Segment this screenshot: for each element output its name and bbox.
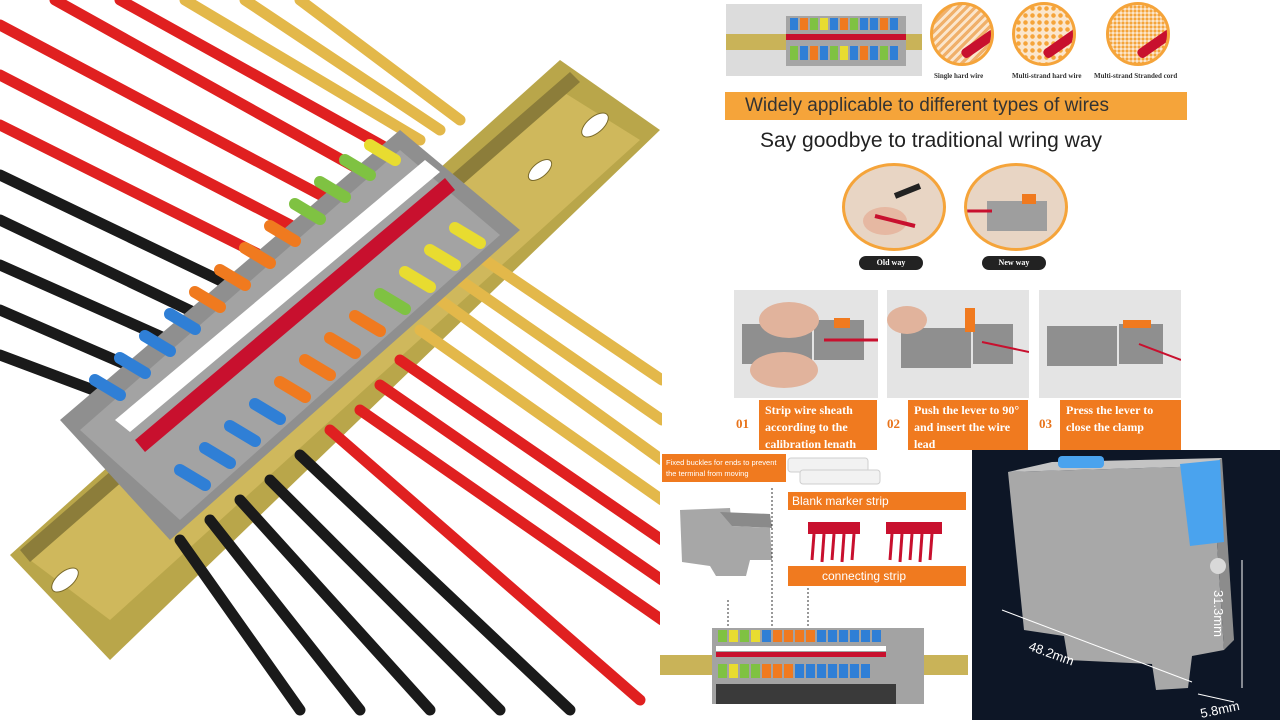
- accessories-illustration: [660, 457, 968, 704]
- step-3-number: 03: [1039, 416, 1052, 431]
- old-way-image: [842, 163, 946, 251]
- headline-text: Widely applicable to different types of …: [745, 95, 1109, 116]
- accessories-panel: Fixed buckles for ends to prevent the te…: [660, 450, 968, 720]
- hero-product-photo: [0, 0, 662, 716]
- step-1-number: 01: [736, 416, 749, 431]
- headline-banner: Widely applicable to different types of …: [725, 92, 1187, 120]
- marker-strip-label: Blank marker strip: [792, 494, 889, 508]
- subheadline-text: Say goodbye to traditional wring way: [760, 129, 1103, 152]
- step-1-photo: [734, 290, 878, 398]
- step-2-photo: [887, 290, 1029, 398]
- step-1-text: Strip wire sheath according to the calib…: [759, 400, 877, 451]
- marker-strip-callout: Blank marker strip: [788, 492, 966, 510]
- step-2-text: Push the lever to 90° and insert the wir…: [908, 400, 1028, 451]
- dimensions-panel: 48.2mm 31.3mm 5.8mm: [972, 450, 1280, 720]
- connecting-strip-label: connecting strip: [822, 569, 907, 583]
- multi-strand-stranded-cord-label: Multi-strand Stranded cord: [1094, 72, 1178, 80]
- end-buckle-callout: Fixed buckles for ends to prevent the te…: [662, 454, 786, 482]
- multi-strand-stranded-cord-icon: [1106, 2, 1170, 66]
- terminal-block-illustration: [0, 0, 662, 716]
- step-2-number: 02: [887, 416, 900, 431]
- step-3-photo: [1039, 290, 1181, 398]
- connecting-strip-callout: connecting strip: [788, 566, 966, 586]
- multi-strand-hard-wire-icon: [1012, 2, 1076, 66]
- new-way-label: New way: [982, 256, 1046, 270]
- terminal-dimension-drawing: [1001, 456, 1243, 703]
- height-dimension: 31.3mm: [1211, 590, 1226, 637]
- new-way-image: [964, 163, 1068, 251]
- multi-strand-hard-wire-label: Multi-strand hard wire: [1012, 72, 1082, 80]
- old-way-label: Old way: [859, 256, 923, 270]
- step-3-text: Press the lever to close the clamp: [1060, 400, 1181, 450]
- terminal-rail-thumbnail: [726, 16, 922, 66]
- wire-types-section: Single hard wire Multi-strand hard wire …: [722, 0, 1188, 90]
- din-rail-thumbnail: [726, 4, 922, 76]
- single-hard-wire-icon: [930, 2, 994, 66]
- single-hard-wire-label: Single hard wire: [934, 72, 984, 80]
